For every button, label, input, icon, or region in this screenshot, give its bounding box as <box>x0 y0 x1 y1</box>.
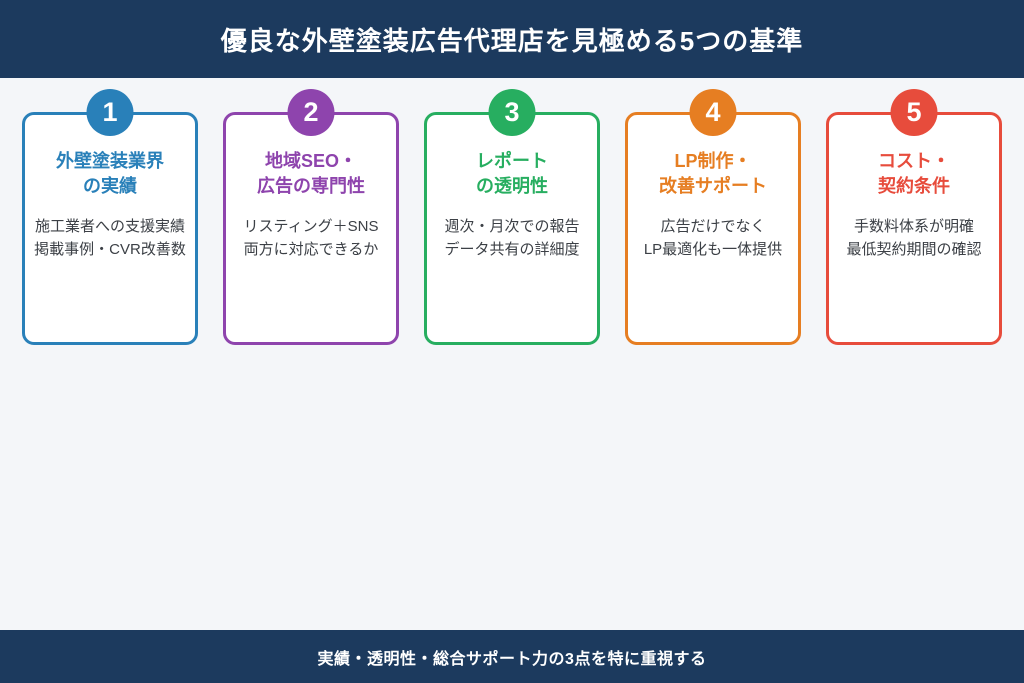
card-body-line: 広告だけでなく <box>660 218 766 235</box>
card-body: 施工業者への支援実績 掲載事例・CVR改善数 <box>25 215 195 261</box>
card-title-line: の実績 <box>83 176 137 196</box>
number-badge-5: 5 <box>890 89 938 136</box>
card-title-line: 広告の専門性 <box>257 176 365 196</box>
card-title-line: 契約条件 <box>878 176 950 196</box>
number-badge-4: 4 <box>689 89 737 136</box>
criteria-card-4: 4 LP制作・ 改善サポート 広告だけでなく LP最適化も一体提供 <box>625 89 801 345</box>
number-badge-2: 2 <box>287 89 335 136</box>
card-title-line: 改善サポート <box>659 176 767 196</box>
card-title: LP制作・ 改善サポート <box>628 149 798 199</box>
card-body-line: LP最適化も一体提供 <box>643 241 783 258</box>
card-title-line: 外壁塗装業界 <box>56 151 164 171</box>
card-body-line: 両方に対応できるか <box>243 241 379 258</box>
card-body: 週次・月次での報告 データ共有の詳細度 <box>427 215 597 261</box>
empty-space <box>0 345 1024 630</box>
card-title-line: の透明性 <box>476 176 548 196</box>
header-bar: 優良な外壁塗装広告代理店を見極める5つの基準 <box>0 0 1024 78</box>
card-body-line: 週次・月次での報告 <box>444 218 580 235</box>
page-title: 優良な外壁塗装広告代理店を見極める5つの基準 <box>220 25 804 56</box>
footer-bar: 実績・透明性・総合サポート力の3点を特に重視する <box>0 630 1024 683</box>
criteria-cards-row: 1 外壁塗装業界 の実績 施工業者への支援実績 掲載事例・CVR改善数 2 地域… <box>0 89 1024 345</box>
card-title-line: 地域SEO・ <box>264 151 357 171</box>
criteria-card-2: 2 地域SEO・ 広告の専門性 リスティング＋SNS 両方に対応できるか <box>223 89 399 345</box>
card-body-line: リスティング＋SNS <box>243 218 379 235</box>
criteria-card-1: 1 外壁塗装業界 の実績 施工業者への支援実績 掲載事例・CVR改善数 <box>22 89 198 345</box>
card-body-line: 施工業者への支援実績 <box>34 218 185 235</box>
card-title-line: コスト・ <box>878 151 950 171</box>
card-title: 外壁塗装業界 の実績 <box>25 149 195 199</box>
card-title: コスト・ 契約条件 <box>829 149 999 199</box>
card-body: リスティング＋SNS 両方に対応できるか <box>226 215 396 261</box>
card-body-line: 手数料体系が明確 <box>853 218 974 235</box>
card-body: 広告だけでなく LP最適化も一体提供 <box>628 215 798 261</box>
number-badge-3: 3 <box>488 89 536 136</box>
card-body-line: データ共有の詳細度 <box>444 241 580 258</box>
card-title-line: LP制作・ <box>674 151 752 171</box>
card-title-line: レポート <box>476 151 548 171</box>
footer-summary-text: 実績・透明性・総合サポート力の3点を特に重視する <box>317 650 707 668</box>
card-body-line: 最低契約期間の確認 <box>846 241 982 258</box>
criteria-card-3: 3 レポート の透明性 週次・月次での報告 データ共有の詳細度 <box>424 89 600 345</box>
card-body: 手数料体系が明確 最低契約期間の確認 <box>829 215 999 261</box>
card-title: レポート の透明性 <box>427 149 597 199</box>
card-body-line: 掲載事例・CVR改善数 <box>34 241 186 258</box>
number-badge-1: 1 <box>86 89 134 136</box>
criteria-card-5: 5 コスト・ 契約条件 手数料体系が明確 最低契約期間の確認 <box>826 89 1002 345</box>
card-title: 地域SEO・ 広告の専門性 <box>226 149 396 199</box>
